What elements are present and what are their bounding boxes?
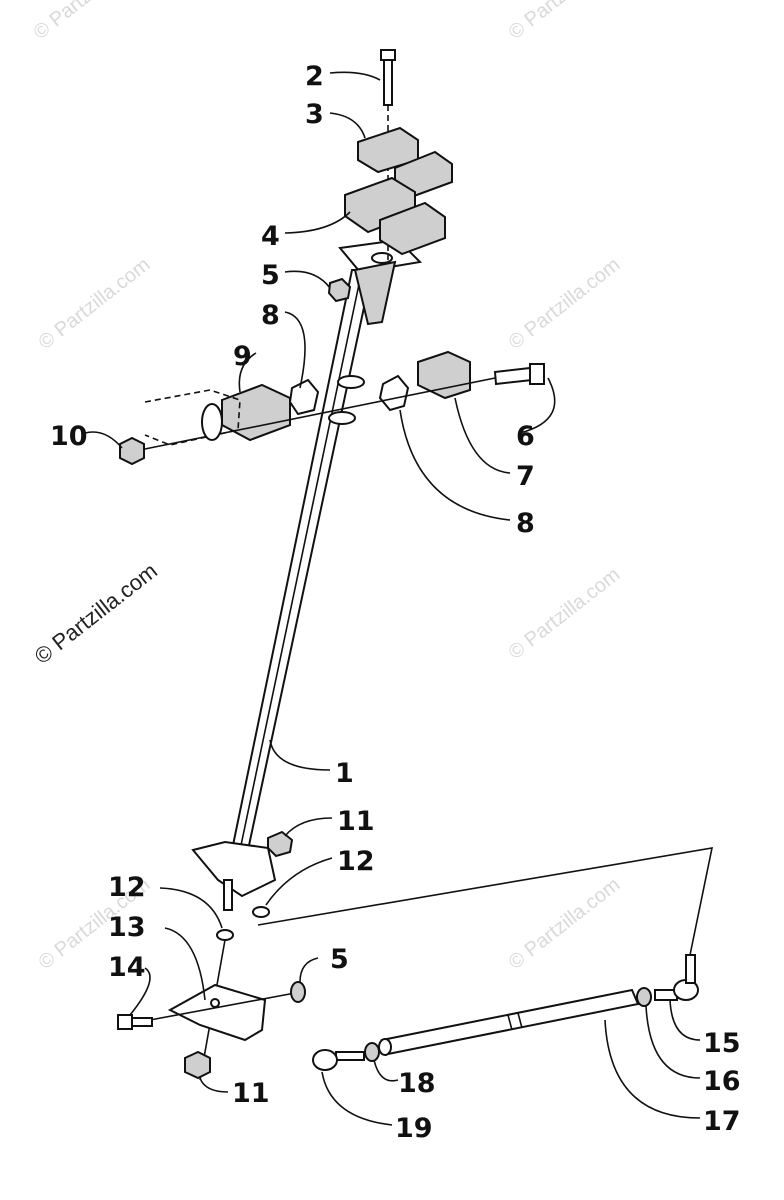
callout-14: 14 xyxy=(108,952,146,983)
tie-rod-connection-line xyxy=(257,847,714,956)
callout-15: 15 xyxy=(703,1028,741,1059)
tie-rod-end-left xyxy=(312,1049,365,1071)
callout-19: 19 xyxy=(395,1113,433,1144)
callout-4: 4 xyxy=(261,221,280,252)
callout-9: 9 xyxy=(233,341,252,372)
bracket-bolt-line xyxy=(149,992,296,1021)
callout-labels: 2 3 4 5 8 9 10 6 7 8 1 11 12 12 13 5 14 … xyxy=(50,61,741,1144)
watermark-faint: © Partzilla.com xyxy=(505,564,625,664)
watermark-faint: © Partzilla.com xyxy=(505,254,625,354)
assembly-axis-line xyxy=(139,377,496,451)
pitman-bracket xyxy=(167,983,267,1042)
watermark-faint: © Partzilla.com xyxy=(505,874,625,974)
callout-3: 3 xyxy=(305,99,324,130)
nut-bracket-right xyxy=(290,981,306,1003)
tie-rod xyxy=(378,988,640,1056)
callout-6: 6 xyxy=(516,421,535,452)
callout-11: 11 xyxy=(232,1078,270,1109)
callout-2: 2 xyxy=(305,61,324,92)
callout-12: 12 xyxy=(337,846,375,877)
callout-17: 17 xyxy=(703,1106,741,1137)
washer-right xyxy=(252,906,270,918)
leader-lines xyxy=(84,71,701,1126)
callout-7: 7 xyxy=(516,461,535,492)
callout-8: 8 xyxy=(261,300,280,331)
nut-bottom xyxy=(184,1050,211,1080)
callout-10: 10 xyxy=(50,421,88,452)
watermark-faint: © Partzilla.com xyxy=(35,254,155,354)
bolt-bracket xyxy=(117,1014,153,1030)
lower-bracket xyxy=(191,840,277,911)
callout-11: 11 xyxy=(337,806,375,837)
nut-lower-right xyxy=(267,830,294,858)
callout-8: 8 xyxy=(516,508,535,539)
nut-left xyxy=(119,436,145,466)
watermark-faint: © Partzilla.com xyxy=(505,0,625,44)
watermark-layer: © Partzilla.com © Partzilla.com © Partzi… xyxy=(30,0,625,974)
callout-18: 18 xyxy=(398,1068,436,1099)
washer-left xyxy=(216,929,234,941)
handlebar-stub xyxy=(144,389,241,446)
jam-nut-right xyxy=(636,987,652,1007)
callout-1: 1 xyxy=(335,758,354,789)
callout-13: 13 xyxy=(108,912,146,943)
handlebar-clamp-lower xyxy=(344,176,446,256)
watermark-main: © Partzilla.com xyxy=(30,558,162,669)
nut-upper xyxy=(327,277,352,303)
jam-nut-left xyxy=(364,1042,380,1062)
watermark-faint: © Partzilla.com xyxy=(30,0,150,44)
bolt-mid xyxy=(493,363,545,386)
callout-5: 5 xyxy=(330,944,349,975)
callout-16: 16 xyxy=(703,1066,741,1097)
bolt-top xyxy=(380,49,396,260)
callout-12: 12 xyxy=(108,872,146,903)
tie-rod-end-right xyxy=(654,954,699,1001)
callout-5: 5 xyxy=(261,260,280,291)
